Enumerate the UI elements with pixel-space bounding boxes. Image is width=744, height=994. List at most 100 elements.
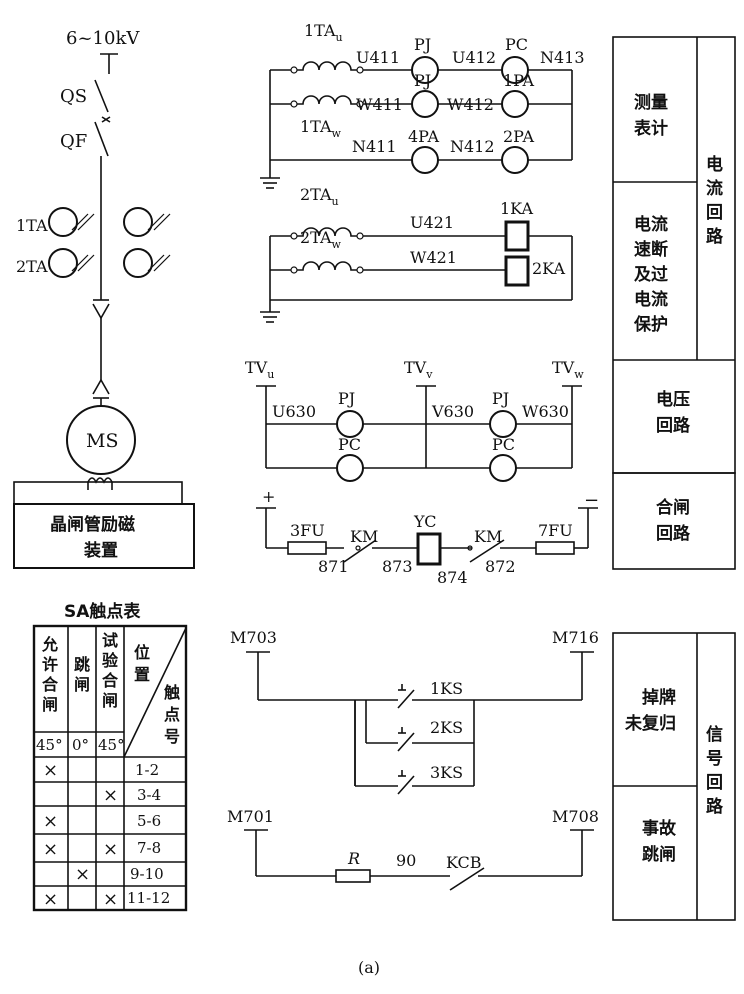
voltage-circuit: TVu TVv TVw U630 PJ V630 PJ W630 PC PC (245, 358, 584, 482)
primary-circuit: 6~10kV QS QF 1TA 2TA MS (13, 28, 195, 569)
fault-label-1: 事故 (642, 818, 677, 839)
tvu-label: TVu (245, 358, 274, 381)
pa1-label: 1PA (503, 71, 534, 90)
sa-contact-table: SA触点表 允 许 合 闸 跳 闸 试 验 合 闸 位 置 触 点 号 45° … (32, 601, 188, 912)
function-label-column: 测量 表计 电 流 回 路 电流 速断 及过 电流 保护 电压 回路 合闸 回路… (612, 36, 736, 921)
ta1u-label: 1TAu (304, 21, 343, 44)
col-test-4: 闸 (102, 691, 118, 710)
pc3-label: PC (492, 435, 515, 454)
ta2u-label: 2TAu (300, 185, 339, 208)
fault-label-2: 跳闸 (642, 844, 676, 865)
close-loop-1: 合闸 (656, 497, 690, 518)
n872-label: 872 (485, 557, 516, 576)
exciter-box (13, 503, 195, 569)
fuse-7fu (535, 541, 575, 555)
current-loop-3: 回 (706, 203, 723, 223)
qs-switch (94, 79, 109, 113)
exciter-label-1: 晶闸管励磁 (50, 514, 135, 535)
ks2-contact (397, 732, 415, 752)
unreset-label-2: 未复归 (624, 713, 676, 734)
motor-symbol (66, 405, 136, 475)
pj2-label: PJ (414, 71, 431, 90)
minus-label: − (584, 490, 599, 511)
ta1-core (48, 207, 78, 237)
col-test-1: 试 (102, 631, 118, 650)
ks1-contact (397, 689, 415, 709)
r-label: R (347, 849, 360, 868)
row3-allow: × (43, 811, 58, 832)
n871-label: 871 (318, 557, 349, 576)
w421-label: W421 (410, 248, 457, 267)
col-pos-2: 置 (134, 665, 150, 684)
row1-allow: × (43, 760, 58, 781)
signal-loop-2: 号 (706, 749, 723, 769)
kcb-label: KCB (446, 853, 482, 872)
signal-loop-1: 信 (706, 724, 723, 745)
col-allow-3: 合 (42, 675, 59, 694)
ta2w-label: 2TAw (300, 228, 342, 251)
pj4-label: PJ (492, 389, 509, 408)
row6-allow: × (43, 889, 58, 910)
m701-label: M701 (227, 807, 274, 826)
resistor-r (335, 869, 371, 883)
m716-label: M716 (552, 628, 599, 647)
pj3-label: PJ (338, 389, 355, 408)
plus-label: + (262, 487, 275, 506)
pj1-label: PJ (414, 35, 431, 54)
row4-test: × (103, 839, 118, 860)
protect-label-4: 电流 (634, 289, 668, 310)
current-loop-1: 电 (706, 154, 723, 175)
yc-coil (416, 532, 442, 566)
yc-label: YC (413, 512, 437, 531)
unreset-label-1: 掉牌 (642, 687, 676, 708)
col-trip-1: 跳 (74, 655, 90, 674)
signal-loop-4: 路 (706, 796, 724, 817)
current-loop-2: 流 (706, 178, 723, 199)
qs-label: QS (60, 86, 87, 107)
sa-rows: × 1-2 × 3-4 × 5-6 × × 7-8 × 9-10 × × 11-… (43, 760, 170, 910)
pa4-label: 4PA (408, 127, 439, 146)
pc2-label: PC (338, 435, 361, 454)
protect-label-3: 及过 (634, 265, 668, 285)
pc1-label: PC (505, 35, 528, 54)
protection-circuit: 2TAu 2TAw U421 1KA W421 2KA (260, 185, 573, 323)
figure-caption: (a) (358, 958, 380, 977)
row5-num: 9-10 (130, 865, 164, 883)
kcb-contact (449, 867, 485, 891)
ta2-core-2 (123, 248, 153, 278)
ks3-contact (397, 775, 415, 795)
voltage-loop-2: 回路 (656, 415, 691, 436)
km1-label: KM (350, 527, 378, 546)
angle-allow: 45° (36, 736, 63, 754)
sa-table-title: SA触点表 (64, 601, 141, 622)
voltage-label: 6~10kV (66, 28, 140, 49)
u630-label: U630 (272, 402, 316, 421)
exciter-top-box (13, 481, 183, 505)
fu3-label: 3FU (290, 521, 325, 540)
ta1-core-2 (123, 207, 153, 237)
u421-label: U421 (410, 213, 454, 232)
n90-label: 90 (396, 851, 416, 870)
pa2-label: 2PA (503, 127, 534, 146)
col-num-2: 点 (164, 705, 180, 724)
row1-num: 1-2 (135, 761, 159, 779)
col-test-3: 合 (102, 671, 119, 690)
angle-test: 45° (98, 736, 125, 754)
current-loop-4: 路 (706, 226, 724, 247)
col-allow-1: 允 (41, 635, 58, 654)
ks2-label: 2KS (430, 718, 463, 737)
n411-label: N411 (352, 137, 397, 156)
voltage-loop-1: 电压 (656, 389, 690, 410)
qf-switch (94, 121, 109, 157)
ka2-label: 2KA (532, 259, 565, 278)
w412-label: W412 (447, 95, 494, 114)
n413-label: N413 (540, 48, 585, 67)
m703-label: M703 (230, 628, 277, 647)
row2-num: 3-4 (137, 786, 161, 804)
signal-circuit: M703 M716 1KS 2KS 3KS M701 M708 R 90 K (227, 628, 599, 891)
measure-label-1: 测量 (634, 92, 668, 113)
col-num-3: 号 (164, 727, 180, 746)
row6-test: × (103, 889, 118, 910)
col-trip-2: 闸 (74, 675, 90, 694)
n412-label: N412 (450, 137, 495, 156)
